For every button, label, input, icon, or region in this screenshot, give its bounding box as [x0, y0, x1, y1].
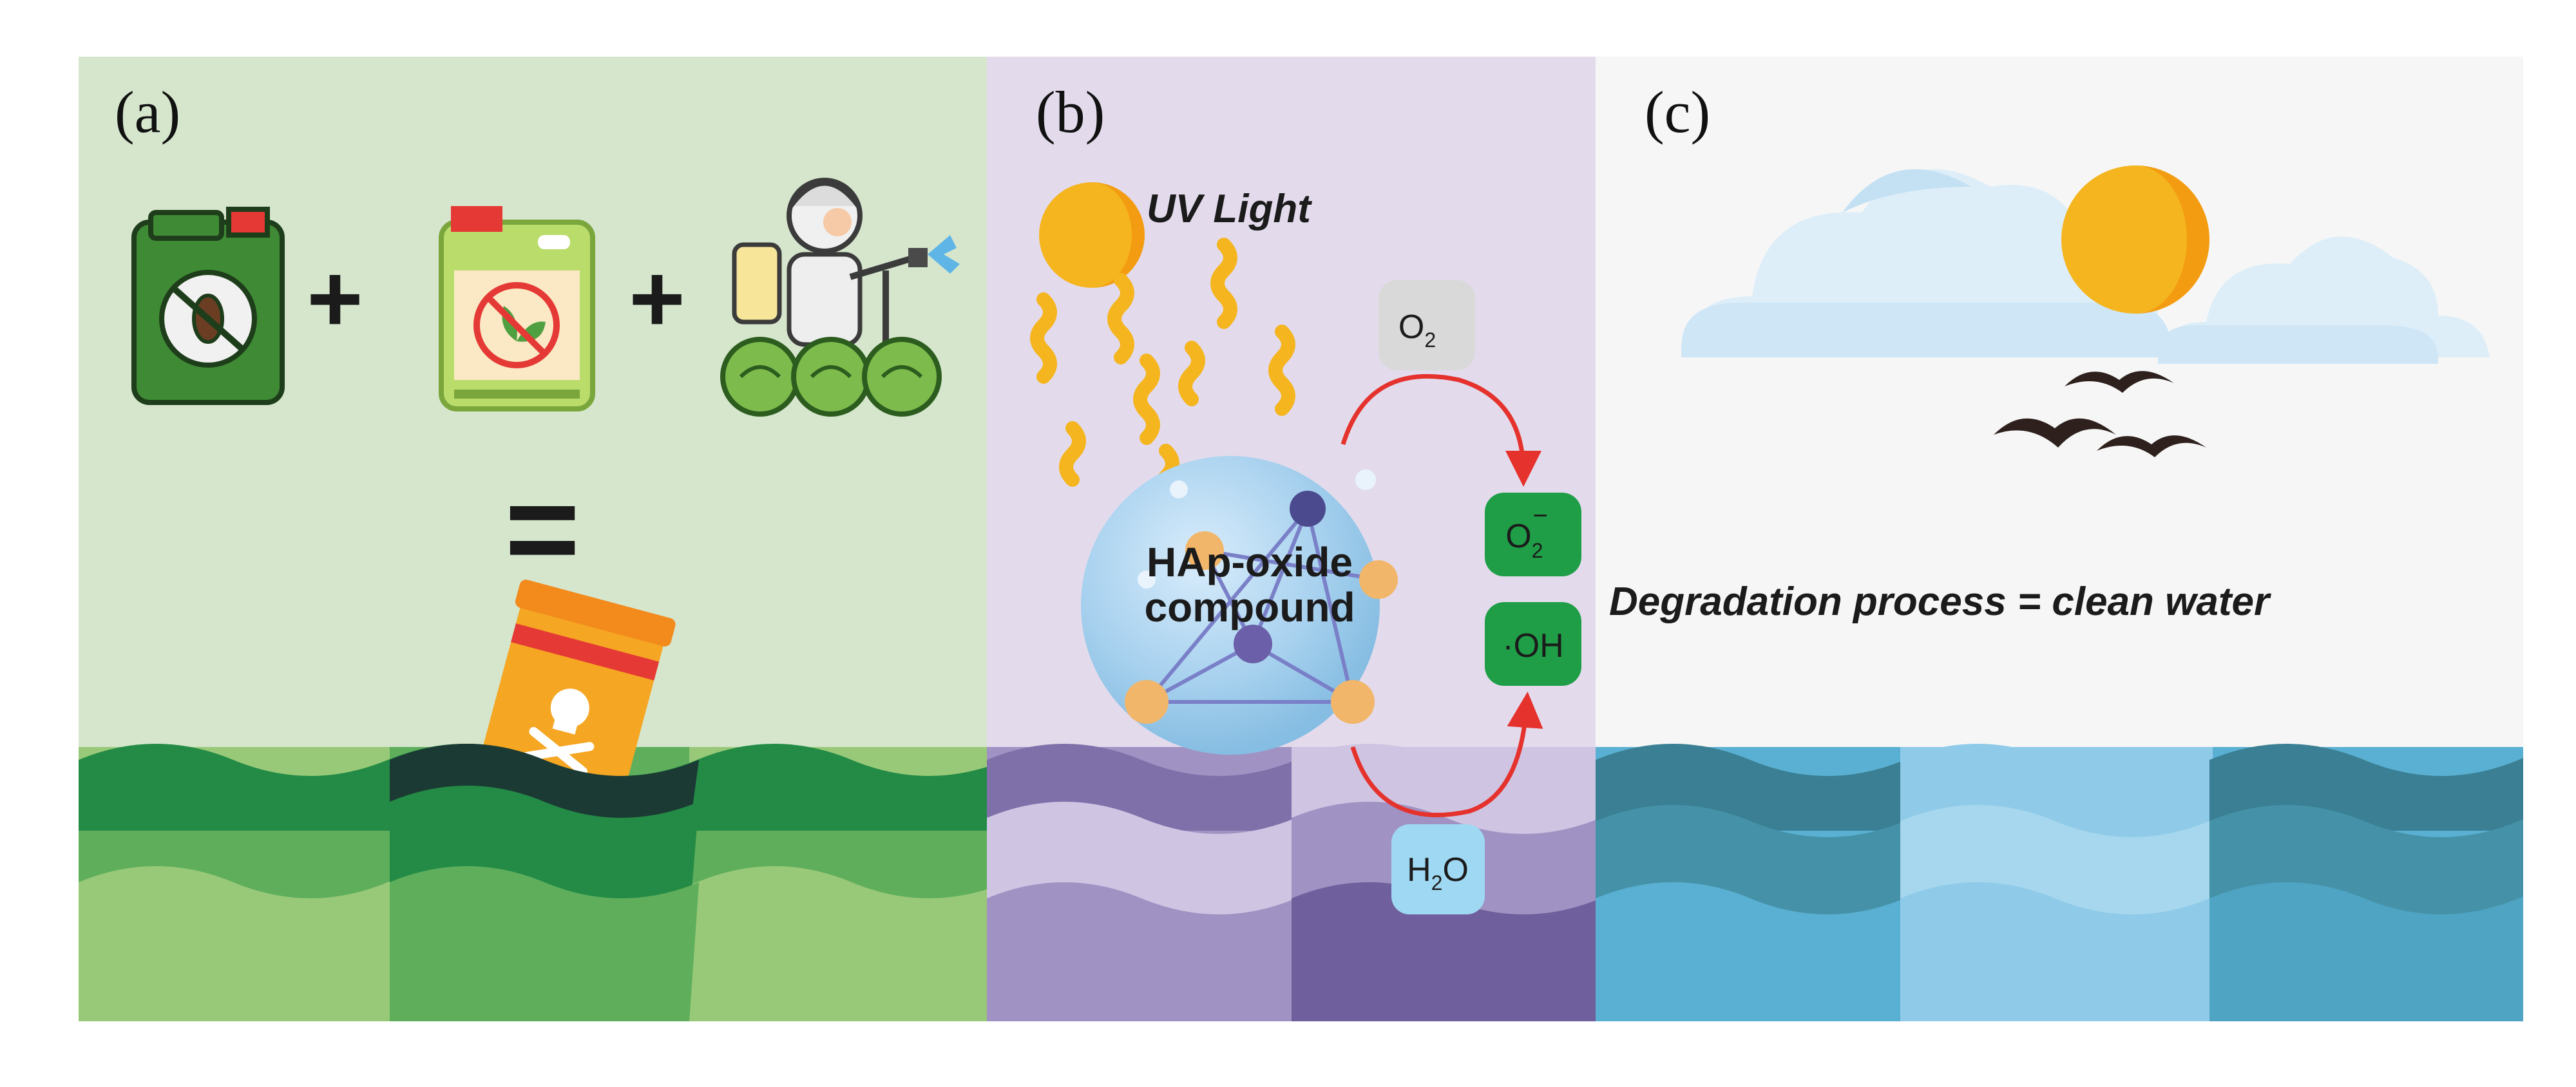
clean-water	[1596, 744, 2523, 1021]
sun-icon	[1039, 182, 1145, 288]
cloud-icon	[1681, 169, 2171, 357]
reaction-arrow-icon	[1340, 373, 1543, 818]
oxygen-box: O2	[1379, 280, 1475, 370]
herbicide-container-icon	[439, 206, 595, 411]
bird-icon	[1994, 371, 2206, 457]
panel-c: Degradation process = clean water (c)	[1596, 57, 2523, 1021]
svg-text:O2−: O2 −	[1505, 502, 1548, 562]
molecule-icon: HAp-oxide compound	[1081, 456, 1398, 755]
panel-a-label: (a)	[115, 79, 180, 145]
insecticide-container-icon	[131, 207, 285, 405]
farmer-spraying-icon	[720, 178, 960, 417]
plus-sign-1: +	[307, 244, 363, 352]
clean-water-caption: Degradation process = clean water	[1609, 580, 2271, 624]
water-o: O	[1442, 851, 1468, 889]
compound-label-line2: compound	[1144, 584, 1355, 630]
superoxide-sup: −	[1532, 502, 1547, 530]
cloud-icon-small	[2158, 236, 2490, 364]
svg-text:O2: O2	[1398, 308, 1436, 352]
uv-light-label: UV Light	[1147, 187, 1312, 231]
water-box: H2O	[1391, 824, 1485, 914]
water-h: H	[1407, 851, 1431, 889]
o2-sub: 2	[1424, 328, 1436, 352]
compound-label-line1: HAp-oxide	[1147, 539, 1353, 585]
panel-b: UV Light HAp-oxide co	[987, 57, 1596, 1021]
o2-base: O	[1398, 308, 1424, 346]
svg-text:H2O: H2O	[1407, 851, 1469, 894]
treated-water-b	[987, 744, 1596, 1021]
superoxide-box: O2 −	[1485, 493, 1581, 576]
panel-c-label: (c)	[1645, 79, 1710, 145]
hydroxyl-box: ·OH	[1485, 602, 1581, 686]
equals-sign: =	[505, 457, 580, 601]
sun-icon-c	[2061, 165, 2209, 314]
plus-sign-2: +	[629, 244, 685, 352]
superoxide-sub: 2	[1532, 539, 1543, 562]
water-sub: 2	[1431, 871, 1443, 894]
hydroxyl-label: ·OH	[1502, 627, 1563, 665]
panel-a: + + =	[79, 57, 987, 1021]
panel-b-label: (b)	[1036, 79, 1105, 145]
superoxide-base: O	[1505, 518, 1531, 555]
